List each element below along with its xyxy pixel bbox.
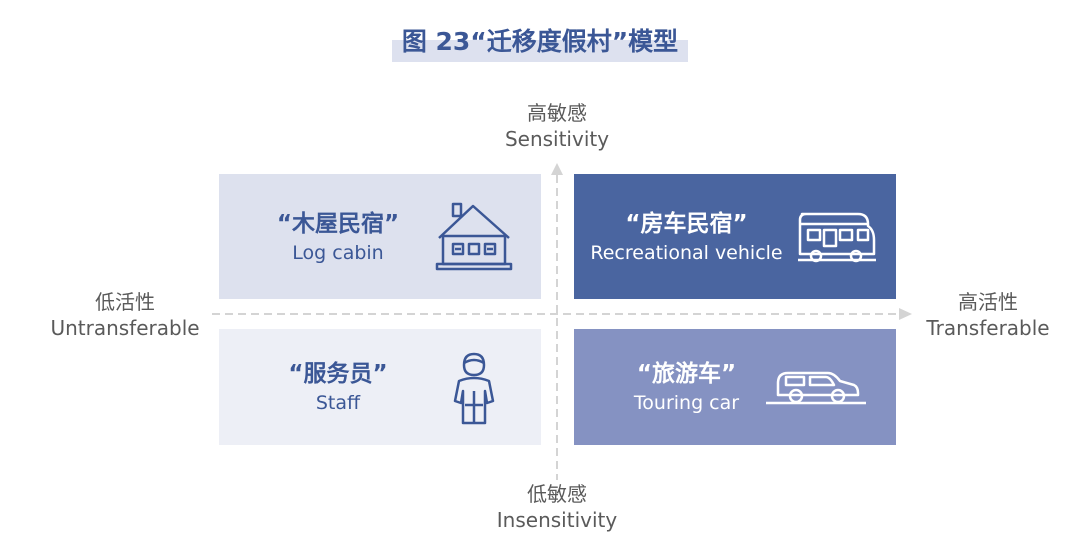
quadrant-touring-car-en: Touring car bbox=[633, 392, 740, 414]
axis-right-en: Transferable bbox=[926, 316, 1050, 340]
axis-label-top: 高敏感 Sensitivity bbox=[482, 100, 632, 152]
axis-label-bottom: 低敏感 Insensitivity bbox=[472, 481, 642, 533]
axis-right-cn: 高活性 bbox=[958, 290, 1018, 314]
quadrant-log-cabin-en: Log cabin bbox=[292, 241, 384, 264]
axis-bottom-cn: 低敏感 bbox=[527, 482, 587, 506]
house-icon bbox=[435, 202, 513, 271]
quadrant-staff: “服务员” Staff bbox=[219, 329, 541, 445]
title-highlight bbox=[391, 40, 689, 62]
horizontal-axis-arrow bbox=[899, 308, 912, 320]
axis-left-en: Untransferable bbox=[50, 316, 200, 340]
rv-icon bbox=[798, 212, 876, 263]
quadrant-log-cabin: “木屋民宿” Log cabin bbox=[219, 174, 541, 299]
car-icon bbox=[766, 371, 866, 405]
axis-left-cn: 低活性 bbox=[95, 290, 155, 314]
figure-title-wrap: 图 23“迁移度假村”模型 bbox=[0, 22, 1080, 68]
quadrant-rv: “房车民宿” Recreational vehicle bbox=[574, 174, 896, 299]
vertical-axis-arrow bbox=[551, 163, 563, 175]
axis-label-right: 高活性 Transferable bbox=[918, 289, 1058, 341]
quadrant-log-cabin-cn: “木屋民宿” bbox=[276, 210, 400, 237]
staff-icon bbox=[453, 352, 495, 425]
quadrant-touring-car: “旅游车” Touring car bbox=[574, 329, 896, 445]
figure-title-box: 图 23“迁移度假村”模型 bbox=[391, 22, 689, 62]
axis-top-cn: 高敏感 bbox=[527, 101, 587, 125]
axis-bottom-en: Insensitivity bbox=[496, 508, 618, 532]
axis-label-left: 低活性 Untransferable bbox=[40, 289, 210, 341]
axis-top-en: Sensitivity bbox=[504, 127, 610, 151]
quadrant-staff-cn: “服务员” bbox=[288, 361, 388, 387]
quadrant-touring-car-cn: “旅游车” bbox=[636, 361, 737, 387]
quadrant-rv-en: Recreational vehicle bbox=[590, 241, 783, 264]
figure-title: 图 23“迁移度假村”模型 bbox=[401, 27, 679, 56]
quadrant-rv-cn: “房车民宿” bbox=[625, 210, 748, 237]
quadrant-staff-en: Staff bbox=[315, 392, 361, 414]
